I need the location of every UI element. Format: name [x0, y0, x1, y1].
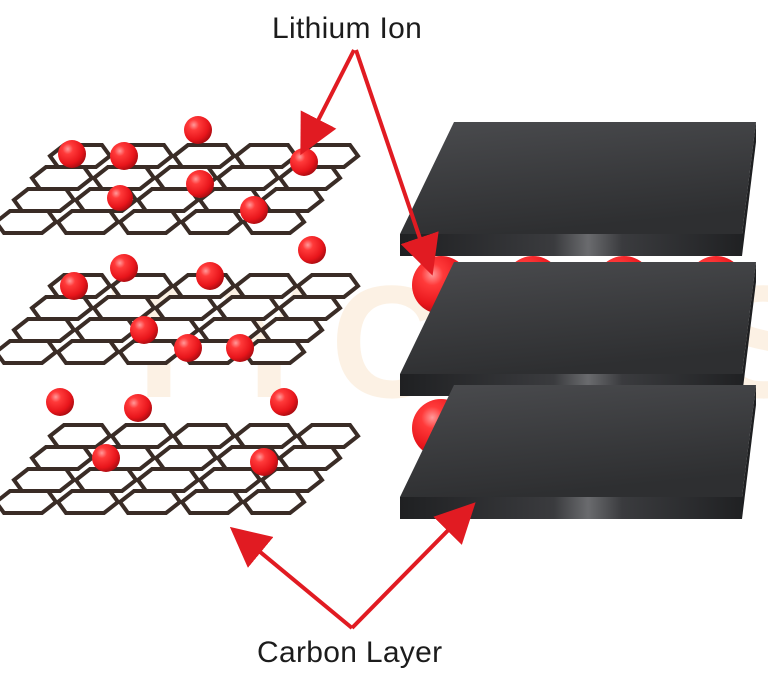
hexagon-cell — [29, 165, 95, 191]
hexagon-cell — [55, 209, 121, 235]
hexagon-cell — [233, 273, 299, 299]
hexagon-cell — [117, 339, 183, 365]
plate-edge — [400, 497, 742, 519]
ion-sphere-icon — [110, 142, 138, 170]
ion-sphere-icon — [250, 448, 278, 476]
hexagon-cell — [215, 165, 281, 191]
hexagon-cell — [0, 489, 59, 515]
ion-sphere-icon — [46, 388, 74, 416]
hexagon-cell — [0, 339, 59, 365]
graphite-plate — [400, 385, 756, 519]
hexagon-cell — [179, 209, 245, 235]
carbon-layer-label: Carbon Layer — [257, 636, 443, 669]
hexagon-cell — [29, 295, 95, 321]
hexagon-cell — [277, 295, 343, 321]
hexagon-cell — [55, 339, 121, 365]
hexagon-cell — [233, 423, 299, 449]
hexagon-cell — [241, 489, 307, 515]
ion-sphere-icon — [298, 236, 326, 264]
hexagon-cell — [241, 339, 307, 365]
lithium-ion-label: Lithium Ion — [272, 12, 423, 45]
hexagon-cell — [29, 445, 95, 471]
scattered-ions-group — [46, 116, 326, 476]
graphite-plate — [400, 262, 756, 396]
hexagon-cell — [197, 467, 263, 493]
hexagon-cell — [11, 187, 77, 213]
arrow-to-right-plate — [350, 502, 476, 630]
hexagon-cell — [171, 423, 237, 449]
hexagon-cell — [11, 467, 77, 493]
hexagon-cell — [215, 295, 281, 321]
ion-sphere-icon — [196, 262, 224, 290]
ion-sphere-icon — [226, 334, 254, 362]
hexagon-cell — [259, 317, 325, 343]
ion-sphere-icon — [240, 196, 268, 224]
plate-top — [400, 385, 756, 497]
ion-sphere-icon — [290, 148, 318, 176]
hexagon-cell — [11, 317, 77, 343]
carbon-lattice-sheet — [0, 423, 361, 515]
hexagon-cell — [55, 489, 121, 515]
hexagon-cell — [233, 143, 299, 169]
ion-sphere-icon — [60, 272, 88, 300]
hexagon-cell — [179, 489, 245, 515]
arrow-to-right-ion — [354, 49, 439, 276]
ion-sphere-icon — [58, 140, 86, 168]
plate-top — [400, 262, 756, 374]
hexagon-cell — [117, 209, 183, 235]
hexagon-cell — [153, 295, 219, 321]
carbon-lattice-sheet — [0, 273, 361, 365]
arrow-to-left-ion — [300, 49, 356, 156]
hexagon-cell — [0, 209, 59, 235]
hexagon-cell — [197, 317, 263, 343]
ion-sphere-icon — [186, 170, 214, 198]
hexagon-cell — [117, 489, 183, 515]
ion-sphere-icon — [110, 254, 138, 282]
hexagon-cell — [91, 295, 157, 321]
arrow-to-left-lattice — [229, 526, 354, 630]
plate-edge — [400, 234, 742, 256]
hexagon-cell — [277, 445, 343, 471]
graphite-plate — [400, 122, 756, 256]
hexagon-cell — [295, 273, 361, 299]
ion-sphere-icon — [124, 394, 152, 422]
ion-sphere-icon — [174, 334, 202, 362]
hexagon-cell — [73, 467, 139, 493]
hexagon-cell — [47, 423, 113, 449]
hexagon-cell — [259, 187, 325, 213]
plate-side — [742, 262, 756, 396]
ion-sphere-icon — [184, 116, 212, 144]
hexagon-cell — [153, 445, 219, 471]
plate-top — [400, 122, 756, 234]
plate-side — [742, 122, 756, 256]
ion-sphere-icon — [130, 316, 158, 344]
hexagon-cell — [295, 423, 361, 449]
hexagon-cell — [135, 467, 201, 493]
ion-sphere-icon — [270, 388, 298, 416]
graphite-stack — [400, 122, 756, 519]
hexagon-cell — [109, 423, 175, 449]
ion-sphere-icon — [92, 444, 120, 472]
carbon-lattice-group — [0, 143, 361, 515]
hexagon-cell — [171, 143, 237, 169]
hexagon-cell — [73, 317, 139, 343]
plate-side — [742, 385, 756, 519]
arrows-group — [229, 49, 476, 630]
ion-sphere-icon — [107, 185, 133, 211]
